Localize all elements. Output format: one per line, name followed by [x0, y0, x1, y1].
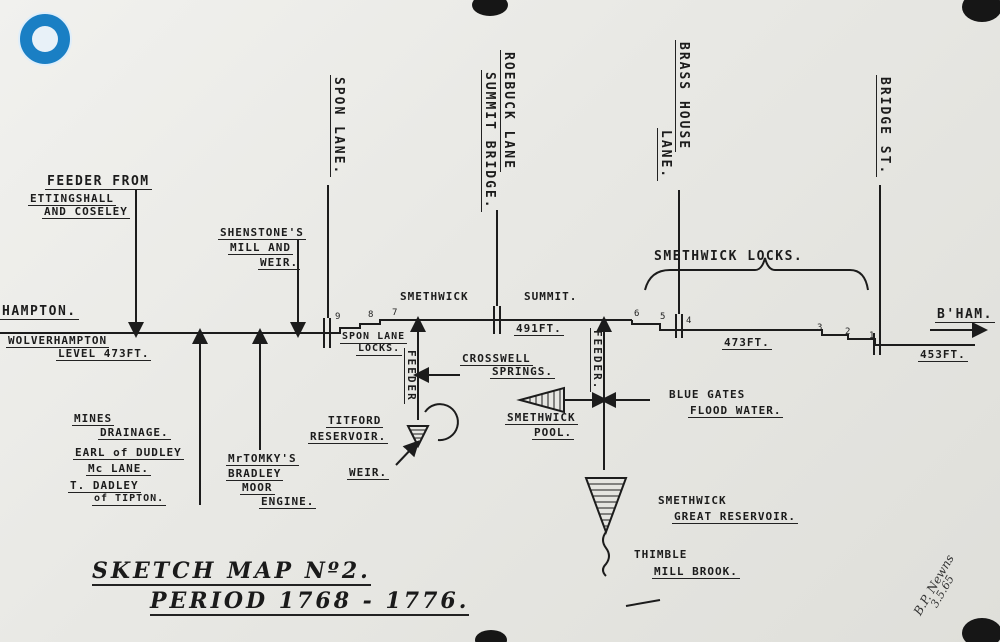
map-title-line2: PERIOD 1768 - 1776. — [150, 588, 470, 616]
label-titford: TITFORD — [326, 414, 384, 428]
label-blue-gates: BLUE GATES — [669, 388, 746, 401]
label-hampton: HAMPTON. — [0, 304, 79, 320]
label-flood-water: FLOOD WATER. — [688, 404, 784, 418]
lock-number-2: 2 — [845, 327, 851, 337]
smethwick-locks-brace — [644, 257, 869, 291]
label-coseley: AND COSELEY — [42, 205, 130, 219]
bridge-spon-lane — [323, 318, 331, 348]
label-weir-top: WEIR. — [258, 256, 301, 270]
label-springs: SPRINGS. — [490, 365, 555, 379]
bridge-bridge-st — [873, 333, 881, 355]
smethwick-locks-steps — [631, 320, 975, 346]
smethwick-great-reservoir — [584, 477, 628, 535]
label-smethwick: SMETHWICK — [400, 290, 469, 303]
pencil-mark — [625, 599, 661, 607]
label-wolverhampton: WOLVERHAMPTON — [6, 334, 110, 348]
label-mclane: Mc LANE. — [86, 462, 151, 476]
label-bridge-st: BRIDGE ST. — [876, 75, 892, 178]
lock-number-6: 6 — [634, 309, 640, 319]
label-lane: LANE. — [657, 128, 673, 182]
label-ettingshall: ETTINGSHALL — [28, 192, 116, 206]
label-locks: LOCKS. — [356, 343, 403, 356]
thimble-mill-brook — [602, 531, 610, 577]
map-title-line1: SKETCH MAP Nº2. — [92, 558, 371, 586]
label-feeder-titford: FEEDER — [404, 348, 418, 404]
lock-number-3: 3 — [817, 323, 823, 333]
label-mines: MINES — [72, 412, 115, 426]
lock-number-1: 1 — [869, 331, 875, 341]
spon-lane-locks-steps — [328, 319, 632, 334]
label-summit-bridge: SUMMIT BRIDGE. — [481, 70, 497, 212]
label-brass-house: BRASS HOUSE — [675, 40, 691, 153]
lock-number-7: 7 — [392, 308, 398, 318]
lock-number-5: 5 — [660, 312, 666, 322]
label-great-reservoir: GREAT RESERVOIR. — [672, 510, 798, 524]
label-engine: ENGINE. — [259, 495, 317, 509]
label-thimble: THIMBLE — [634, 548, 688, 561]
label-great-smethwick: SMETHWICK — [658, 494, 727, 507]
label-summit: SUMMIT. — [524, 290, 578, 303]
label-reservoir: RESERVOIR. — [308, 430, 389, 444]
label-feeder-smethwick: FEEDER. — [590, 328, 604, 393]
titford-reservoir — [406, 425, 430, 449]
label-earl: EARL of DUDLEY — [73, 446, 184, 460]
label-mill-brook: MILL BROOK. — [652, 565, 740, 579]
lock-number-4: 4 — [686, 316, 692, 326]
lock-number-9: 9 — [335, 312, 341, 322]
label-453ft: 453FT. — [918, 348, 968, 362]
pin-bottom-right-icon — [962, 618, 1000, 642]
label-pool: POOL. — [532, 426, 575, 440]
label-bham: B'HAM. — [935, 307, 995, 323]
feeder-weir — [395, 440, 420, 466]
label-shenstones: SHENSTONE'S — [218, 226, 306, 240]
label-spon-lane-locks: SPON LANE — [340, 331, 408, 344]
label-feeder-from: FEEDER FROM — [45, 174, 152, 190]
hatching — [410, 389, 624, 527]
label-491ft: 491FT. — [514, 322, 564, 336]
label-473ft: 473FT. — [722, 336, 772, 350]
label-mill-and: MILL AND — [228, 241, 293, 255]
pin-bottom-icon — [475, 630, 507, 642]
label-weir: WEIR. — [347, 466, 390, 480]
label-tdadley: T. DADLEY — [68, 479, 141, 493]
label-crosswell: CROSSWELL — [460, 352, 533, 366]
label-mrtomkys: MrTOMKY'S — [226, 452, 299, 466]
label-roebuck-lane: ROEBUCK LANE — [500, 50, 516, 172]
label-spon-lane: SPON LANE. — [330, 75, 346, 178]
label-level: LEVEL 473FT. — [56, 347, 152, 361]
bridge-brass-house — [675, 314, 683, 338]
bridge-roebuck — [493, 306, 501, 334]
label-tipton: of TIPTON. — [92, 493, 167, 506]
pin-top-icon — [472, 0, 508, 16]
logo-seal-icon — [18, 12, 72, 66]
pin-top-right-icon — [962, 0, 1000, 22]
label-moor: MOOR — [240, 481, 275, 495]
label-smethwick-locks: SMETHWICK LOCKS. — [654, 249, 804, 264]
label-bradley: BRADLEY — [226, 467, 284, 481]
label-drainage: DRAINAGE. — [98, 426, 171, 440]
lock-number-8: 8 — [368, 310, 374, 320]
label-smethwick-pool: SMETHWICK — [505, 411, 578, 425]
titford-arc — [424, 403, 459, 442]
